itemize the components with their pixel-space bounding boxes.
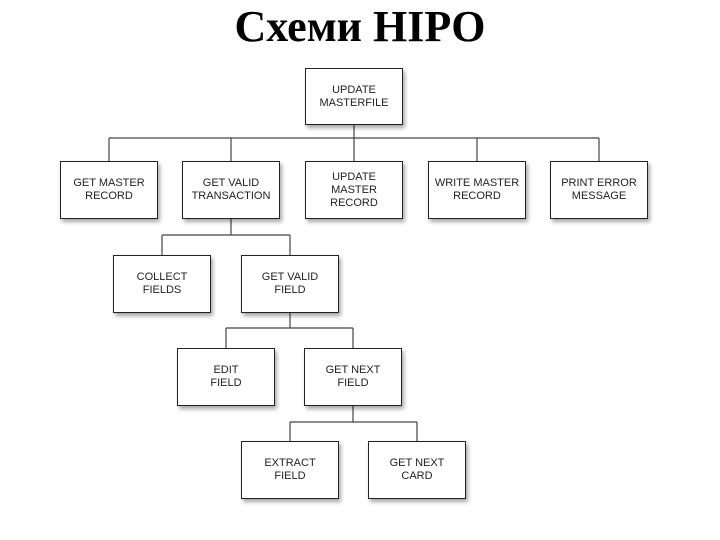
node-label: WRITE MASTER RECORD: [434, 177, 520, 202]
node-edit-field: EDIT FIELD: [177, 348, 275, 406]
node-collect-fields: COLLECT FIELDS: [113, 255, 211, 313]
node-label: GET VALID FIELD: [261, 271, 319, 296]
node-label: GET VALID TRANSACTION: [191, 177, 271, 202]
node-label: EXTRACT FIELD: [264, 457, 316, 482]
node-get-next-card: GET NEXT CARD: [368, 441, 466, 499]
node-label: UPDATE MASTERFILE: [319, 83, 389, 109]
node-update-master-record: UPDATE MASTER RECORD: [305, 161, 403, 219]
node-extract-field: EXTRACT FIELD: [241, 441, 339, 499]
node-label: GET NEXT CARD: [389, 457, 445, 482]
node-get-valid-transaction: GET VALID TRANSACTION: [182, 161, 280, 219]
node-get-valid-field: GET VALID FIELD: [241, 255, 339, 313]
node-label: GET MASTER RECORD: [73, 177, 145, 202]
page-title: Схеми HIPO: [234, 2, 486, 51]
node-label: EDIT FIELD: [210, 364, 242, 389]
node-label: GET NEXT FIELD: [325, 364, 381, 389]
node-get-master-record: GET MASTER RECORD: [60, 161, 158, 219]
node-label: COLLECT FIELDS: [136, 271, 188, 296]
node-label: UPDATE MASTER RECORD: [330, 170, 378, 209]
node-print-error-message: PRINT ERROR MESSAGE: [550, 161, 648, 219]
node-get-next-field: GET NEXT FIELD: [304, 348, 402, 406]
node-label: PRINT ERROR MESSAGE: [561, 177, 637, 202]
node-write-master-record: WRITE MASTER RECORD: [428, 161, 526, 219]
node-update-masterfile: UPDATE MASTERFILE: [305, 68, 403, 125]
